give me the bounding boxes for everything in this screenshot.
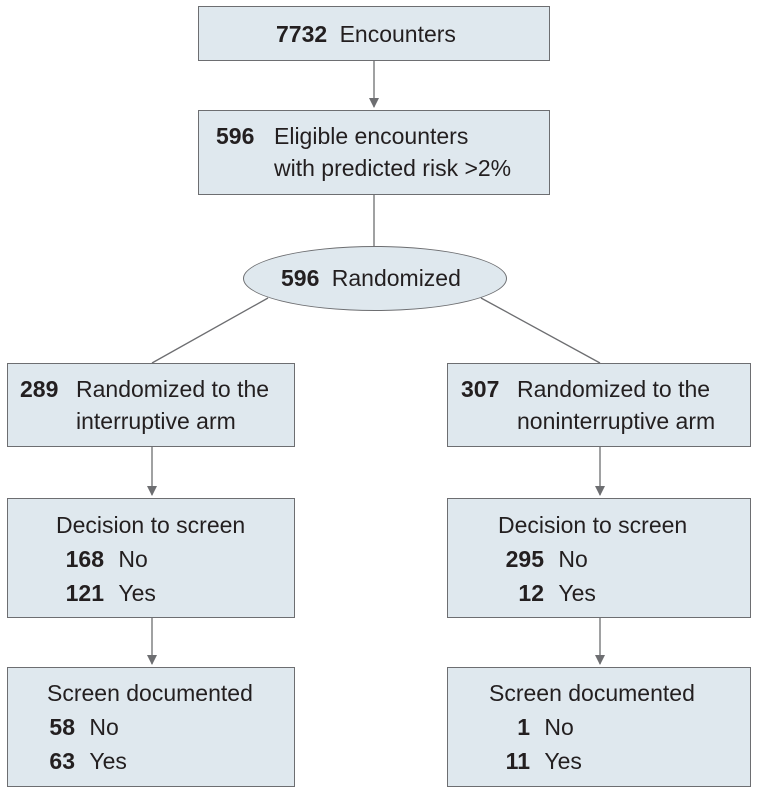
noninterruptive-arm-count: 307	[461, 376, 500, 402]
left-decision-no-count: 168	[65, 546, 104, 572]
right-decision-no-label: No	[558, 546, 588, 572]
randomized-label: Randomized	[331, 265, 461, 291]
left-decision-no-label: No	[118, 546, 148, 572]
interruptive-arm-line2: interruptive arm	[76, 408, 236, 434]
left-decision-yes-row: 121 Yes	[58, 578, 156, 609]
eligible-line1: Eligible encounters	[274, 123, 469, 149]
encounters-text: 7732 Encounters	[276, 19, 456, 50]
randomized-ellipse	[243, 246, 507, 311]
eligible-count: 596	[216, 123, 255, 149]
left-documented-no-count: 58	[49, 714, 75, 740]
left-documented-yes-count: 63	[49, 748, 75, 774]
right-documented-no-count: 1	[517, 714, 530, 740]
right-decision-title: Decision to screen	[498, 512, 688, 538]
right-documented-box	[447, 667, 751, 787]
eligible-line2: with predicted risk >2%	[274, 155, 512, 181]
left-documented-box	[7, 667, 295, 787]
noninterruptive-arm-line1: Randomized to the	[517, 376, 711, 402]
right-decision-yes-label: Yes	[558, 580, 596, 606]
noninterruptive-arm-line2: noninterruptive arm	[517, 408, 716, 434]
left-decision-title: Decision to screen	[56, 512, 246, 538]
left-decision-box	[7, 498, 295, 618]
left-documented-yes-label: Yes	[89, 748, 127, 774]
interruptive-arm-box	[7, 363, 295, 447]
left-documented-no-row: 58 No	[47, 712, 119, 743]
encounters-count: 7732	[276, 21, 328, 47]
line-randomized-to-right-arm	[480, 297, 601, 364]
right-documented-yes-row: 11 Yes	[502, 746, 582, 777]
left-documented-no-label: No	[89, 714, 119, 740]
noninterruptive-arm-box	[447, 363, 751, 447]
left-decision-no-row: 168 No	[58, 544, 148, 575]
interruptive-arm-count: 289	[20, 376, 59, 402]
right-documented-yes-count: 11	[505, 748, 530, 774]
randomized-text: 596 Randomized	[281, 263, 461, 294]
right-decision-box	[447, 498, 751, 618]
left-decision-yes-count: 121	[65, 580, 104, 606]
right-documented-no-row: 1 No	[502, 712, 574, 743]
right-decision-no-row: 295 No	[498, 544, 588, 575]
right-documented-title: Screen documented	[489, 680, 695, 706]
interruptive-arm-line1: Randomized to the	[76, 376, 270, 402]
left-documented-yes-row: 63 Yes	[47, 746, 127, 777]
right-documented-no-label: No	[544, 714, 574, 740]
randomized-count: 596	[281, 265, 320, 291]
line-randomized-to-left-arm	[151, 297, 269, 364]
encounters-label: Encounters	[339, 21, 456, 47]
right-documented-yes-label: Yes	[544, 748, 582, 774]
left-decision-yes-label: Yes	[118, 580, 156, 606]
right-decision-yes-row: 12 Yes	[498, 578, 596, 609]
right-decision-yes-count: 12	[518, 580, 544, 606]
encounters-box	[198, 6, 550, 61]
eligible-box	[198, 110, 550, 195]
left-documented-title: Screen documented	[47, 680, 253, 706]
right-decision-no-count: 295	[505, 546, 544, 572]
